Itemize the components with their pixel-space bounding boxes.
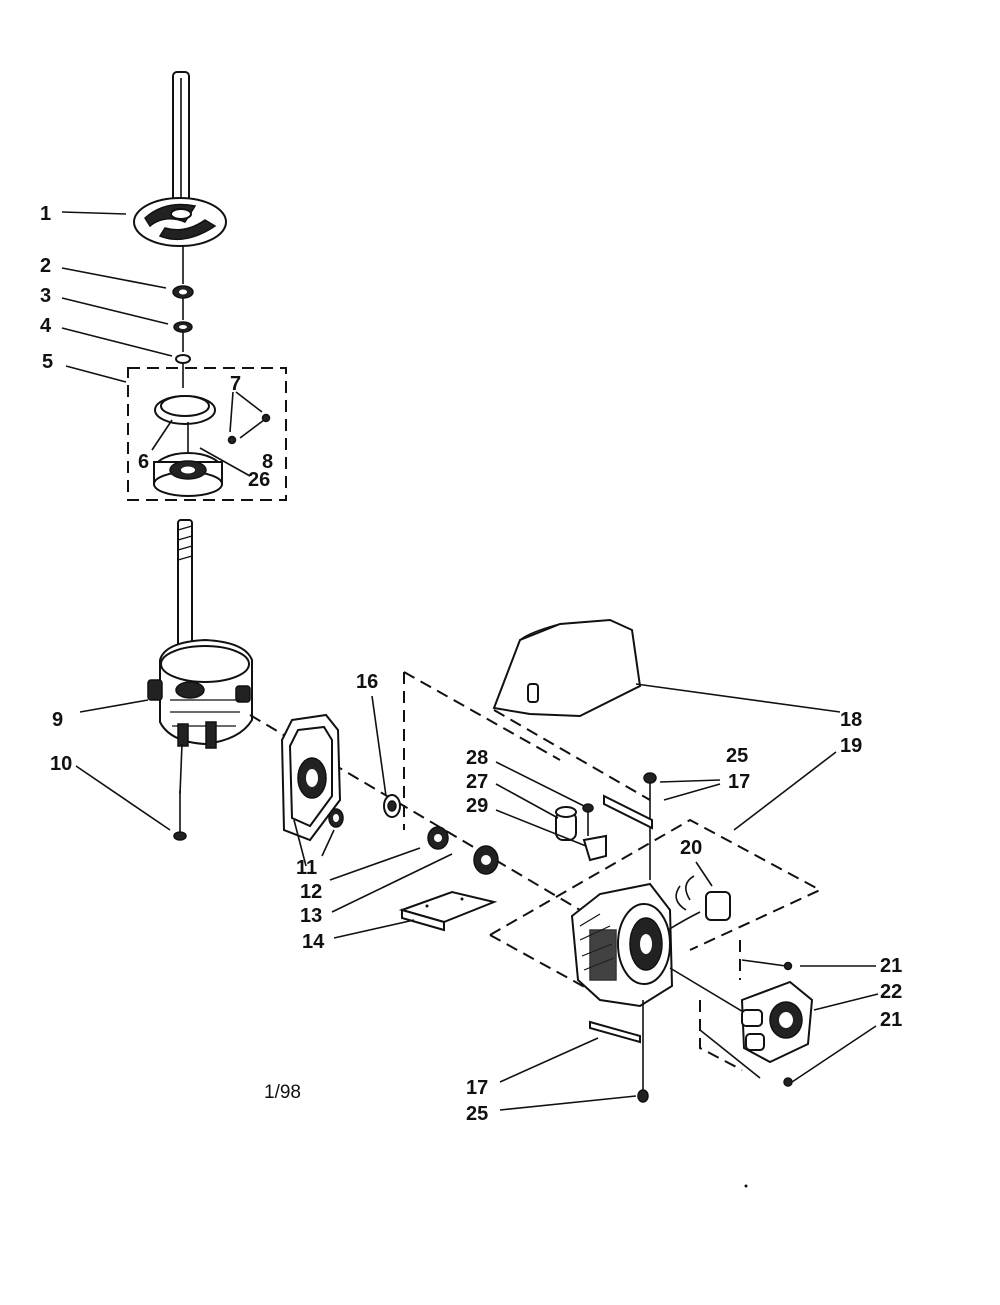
label-21-lower: 21 — [880, 1009, 902, 1031]
label-27: 27 — [466, 771, 488, 793]
label-25-lower: 25 — [466, 1103, 488, 1125]
pump-mount-dash — [699, 940, 743, 1071]
label-21-upper: 21 — [880, 955, 902, 977]
part-12-washer — [328, 808, 344, 828]
agitator-shaft — [172, 71, 190, 213]
part-1-drive-cam — [133, 197, 227, 247]
part-19-motor-outline — [489, 818, 823, 951]
label-22: 22 — [880, 981, 902, 1003]
part-21-lower-screw — [699, 1029, 793, 1087]
motor-mount-lower — [489, 934, 591, 991]
part-9-gearcase — [147, 638, 253, 795]
part-18-cover — [492, 618, 642, 718]
label-5: 5 — [42, 351, 53, 373]
label-13: 13 — [300, 905, 322, 927]
label-17-upper: 17 — [728, 771, 750, 793]
part-17-upper-rod — [603, 794, 653, 830]
date-code: 1/98 — [264, 1082, 301, 1103]
drive-motor — [570, 882, 791, 1041]
part-28-screw — [582, 803, 594, 836]
part-4-washer — [175, 332, 191, 388]
part-21-upper-screw — [741, 959, 793, 971]
label-16: 16 — [356, 671, 378, 693]
label-9: 9 — [52, 709, 63, 731]
part-11-brake-plate — [280, 713, 342, 867]
label-7: 7 — [230, 373, 241, 395]
label-10: 10 — [50, 753, 72, 775]
label-1: 1 — [40, 203, 51, 225]
part-10-bolt — [173, 790, 187, 841]
label-28: 28 — [466, 747, 488, 769]
part-7-8-pins — [227, 391, 271, 445]
part-20-switch — [675, 875, 731, 921]
label-6: 6 — [138, 451, 149, 473]
label-20: 20 — [680, 837, 702, 859]
part-26-hub — [153, 422, 223, 497]
label-29: 29 — [466, 795, 488, 817]
label-19: 19 — [840, 735, 862, 757]
part-27-capacitor — [555, 806, 577, 841]
part-2-washer — [172, 246, 194, 299]
label-11: 11 — [296, 857, 317, 879]
part-25-lower-bolt — [637, 1000, 649, 1103]
leader-lines — [61, 211, 879, 1111]
part-6-snap-ring — [154, 395, 216, 425]
label-4: 4 — [40, 315, 52, 337]
bracket-dash-upper — [403, 671, 561, 761]
part-3-washer — [173, 298, 193, 333]
label-26: 26 — [248, 469, 270, 491]
label-14: 14 — [302, 931, 325, 953]
speck-dot — [744, 1184, 748, 1188]
label-18: 18 — [840, 709, 862, 731]
part-25-upper-bolt — [643, 772, 657, 880]
label-8: 8 — [262, 451, 273, 473]
label-2: 2 — [40, 255, 51, 277]
part-5-kit-box — [127, 367, 287, 501]
lower-shaft — [177, 519, 193, 671]
label-25-upper: 25 — [726, 745, 748, 767]
label-17-lower: 17 — [466, 1077, 488, 1099]
part-29-clip — [582, 834, 607, 862]
part-22-pump — [740, 980, 814, 1064]
part-14-plate — [398, 890, 498, 932]
label-12: 12 — [300, 881, 322, 903]
label-3: 3 — [40, 285, 51, 307]
part-labels: 1 2 3 4 5 6 7 8 26 9 10 11 12 13 14 16 1… — [40, 203, 902, 1125]
part-17-lower-rod — [589, 1020, 641, 1044]
part-16-coupling — [383, 794, 499, 875]
cover-dash — [493, 709, 651, 801]
